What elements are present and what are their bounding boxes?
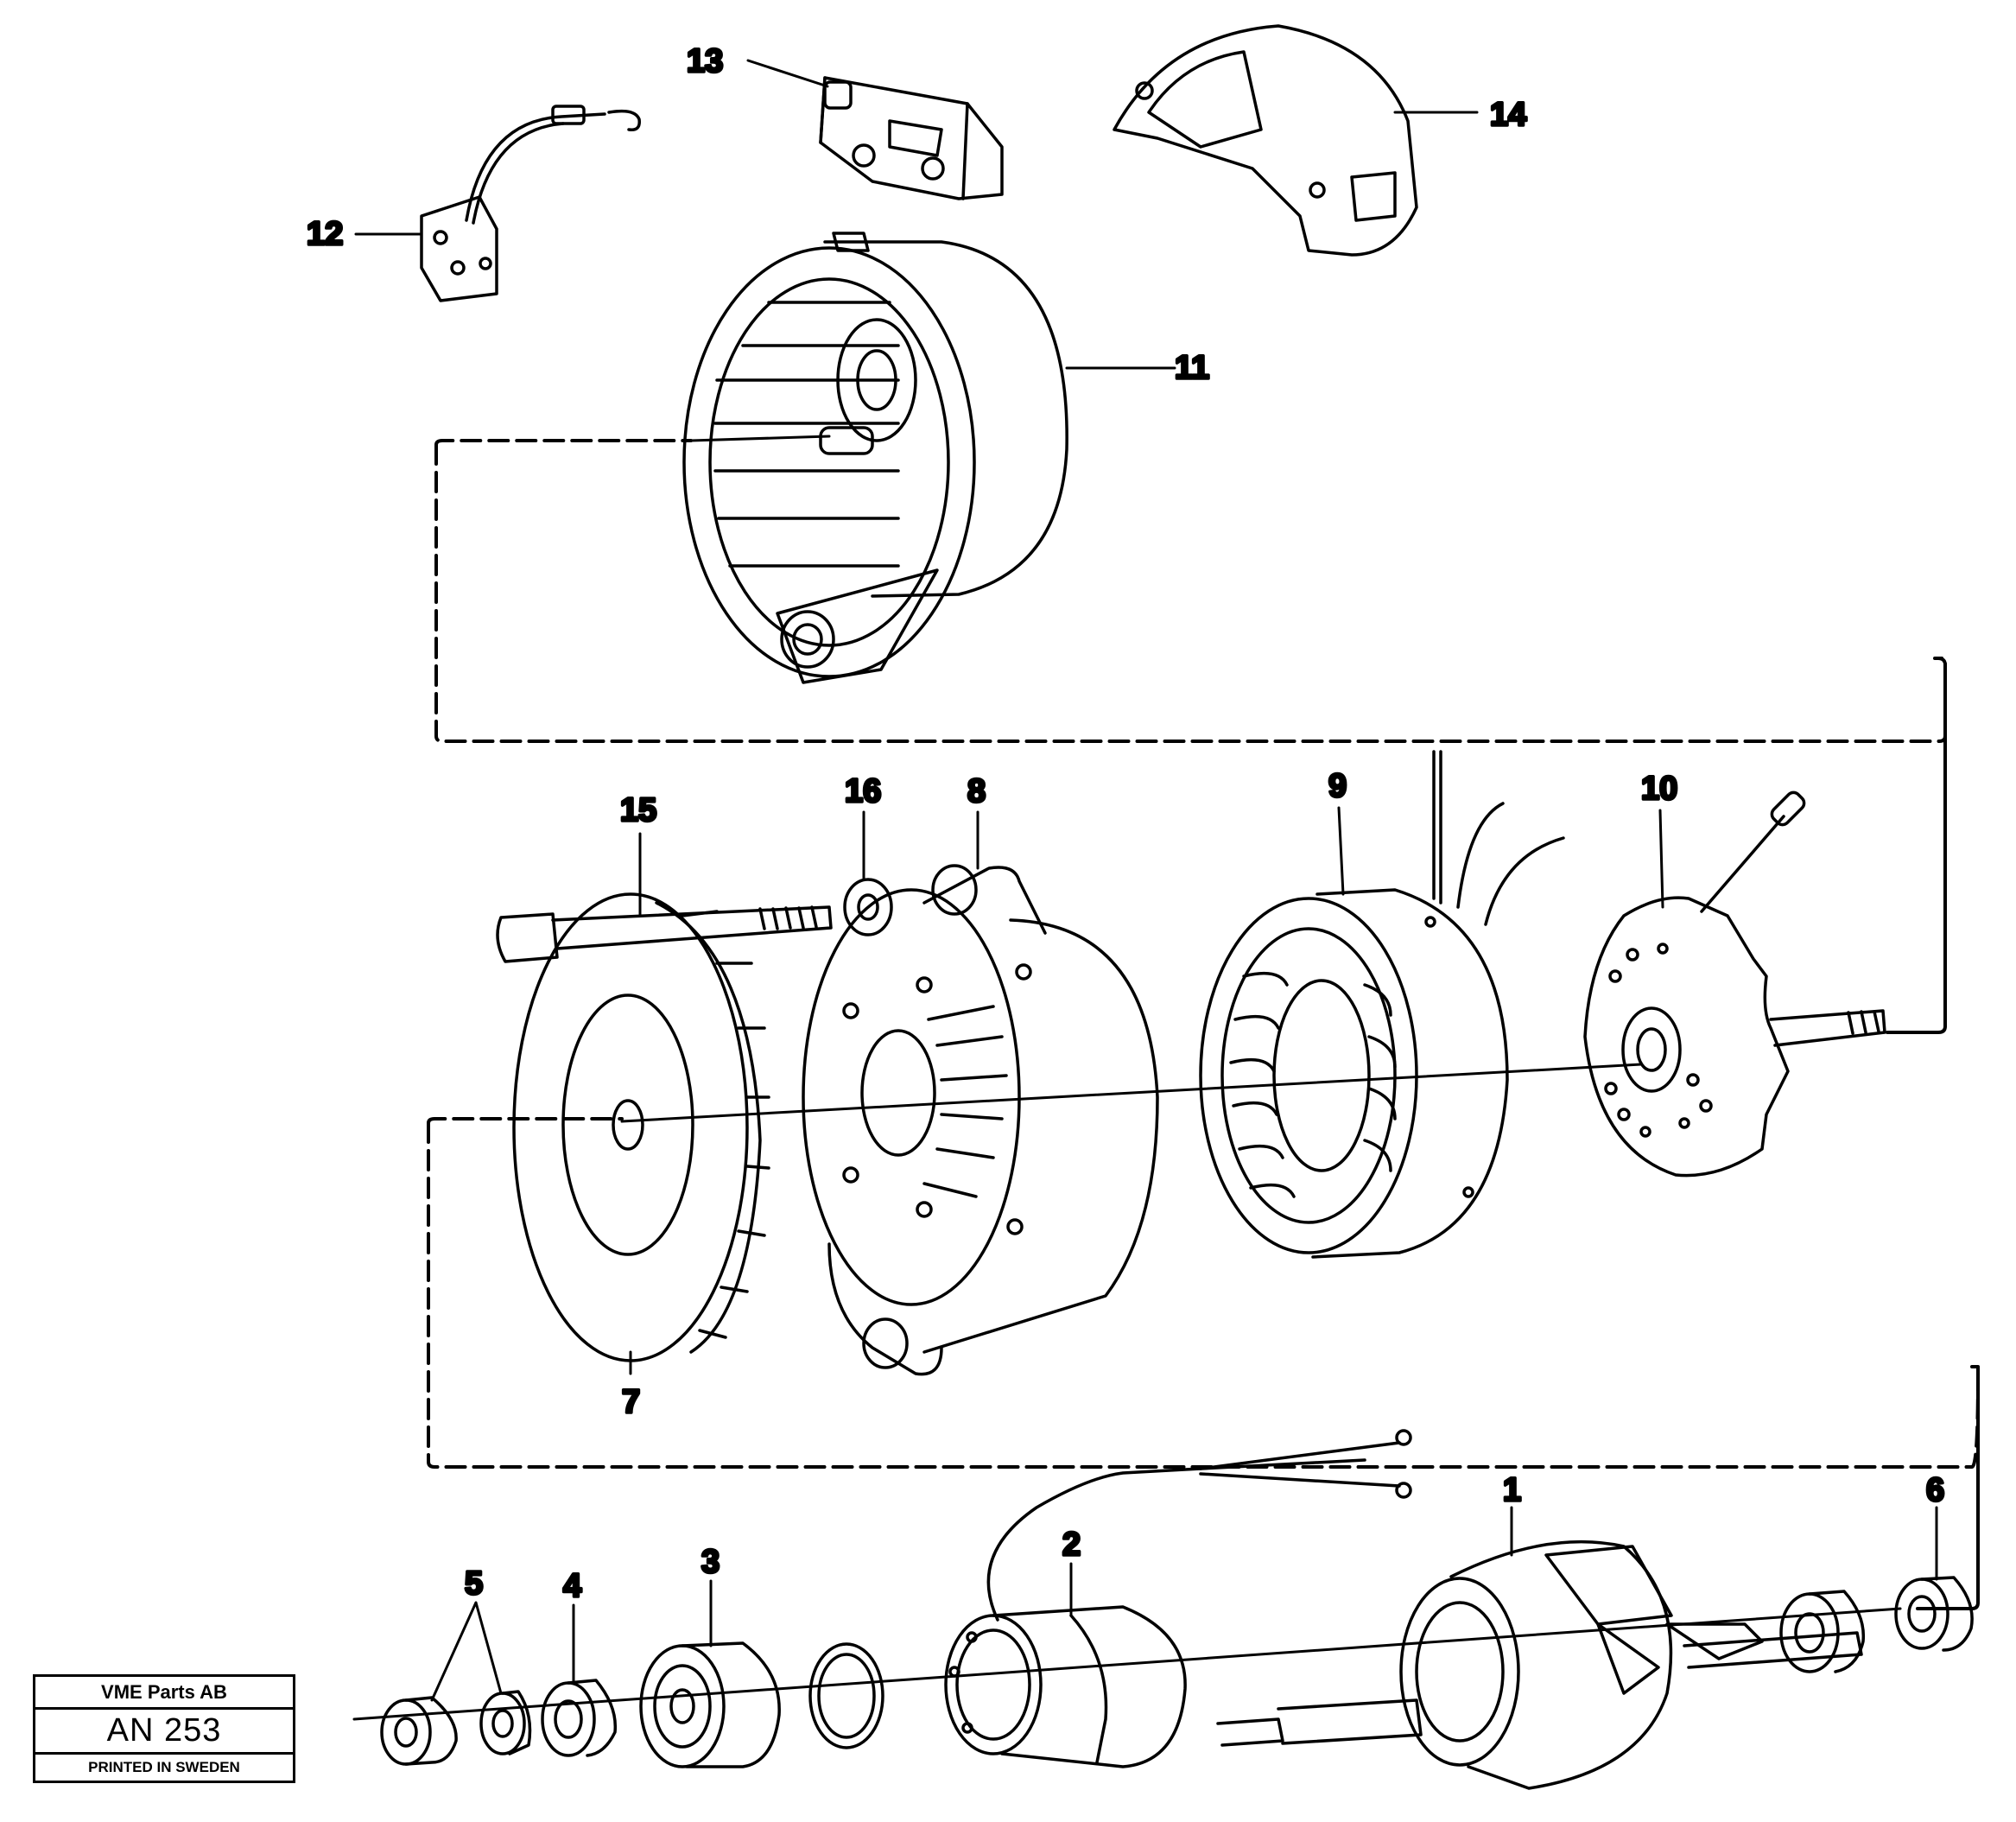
- upper-loop-top: [434, 439, 693, 447]
- company-name: VME Parts AB: [35, 1677, 293, 1710]
- callout-2: 2: [1062, 1527, 1081, 1563]
- axis-line-middle: [620, 1063, 1643, 1123]
- callout-1: 1: [1503, 1472, 1521, 1508]
- part-2-slip-ring: [944, 1429, 1412, 1768]
- axis-line-lower: [352, 1607, 1902, 1721]
- axis-line-upper: [689, 435, 831, 442]
- part-4-seal: [541, 1679, 618, 1757]
- callout-9: 9: [1328, 768, 1347, 804]
- callout-16: 16: [845, 773, 881, 809]
- callout-3: 3: [701, 1544, 720, 1580]
- part-2-slip-ring-ring: [808, 1642, 884, 1749]
- part-1-rotor: [1216, 1539, 1863, 1790]
- assembly-path-right-upper: [1886, 663, 1947, 1034]
- assembly-path-lower: [427, 1121, 1980, 1604]
- part-13-regulator: [819, 76, 1004, 200]
- part-15-bolt: [496, 905, 833, 963]
- callout-4: 4: [563, 1568, 581, 1604]
- callout-13: 13: [687, 43, 723, 79]
- callout-12: 12: [307, 216, 343, 252]
- callout-6: 6: [1926, 1472, 1944, 1508]
- illustration-code: AN 253: [35, 1710, 293, 1755]
- part-7-fan: [512, 892, 770, 1362]
- part-8-drive-end-shield: [802, 864, 1159, 1376]
- callout-8: 8: [967, 773, 986, 809]
- part-10-rectifier: [1583, 790, 1886, 1178]
- part-12-lead-bracket: [420, 105, 641, 302]
- part-11-rear-housing: [682, 232, 1068, 684]
- callout-5: 5: [465, 1565, 483, 1602]
- part-5-bushings: [380, 1690, 532, 1766]
- part-9-stator: [1199, 750, 1565, 1259]
- part-3-bearing: [639, 1641, 781, 1768]
- printed-note: PRINTED IN SWEDEN: [88, 1759, 240, 1775]
- title-block: VME Parts AB AN 253 PRINTED IN SWEDEN: [33, 1674, 295, 1783]
- part-14-cover: [1113, 24, 1418, 257]
- callout-11: 11: [1175, 350, 1209, 386]
- leader-lines: [354, 59, 1938, 1702]
- part-16-washer: [843, 878, 893, 936]
- part-6-bearing-set: [1779, 1576, 1974, 1673]
- callout-15: 15: [620, 792, 656, 828]
- callout-7: 7: [622, 1384, 640, 1420]
- lower-loop-top: [427, 1117, 624, 1125]
- callout-10: 10: [1641, 771, 1677, 807]
- callout-14: 14: [1490, 97, 1526, 133]
